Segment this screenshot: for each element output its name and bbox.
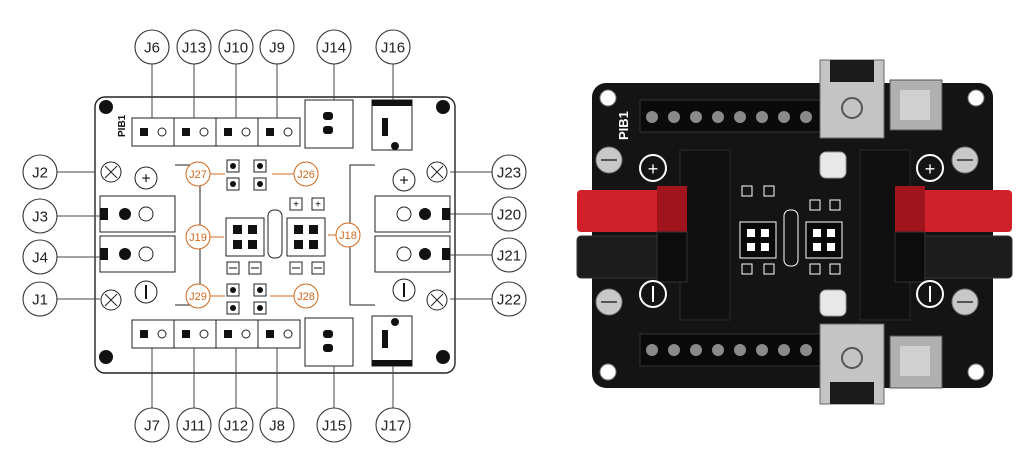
right-plus-silk xyxy=(916,154,944,182)
left-minus-silk xyxy=(639,280,667,308)
callout-label-j14: J14 xyxy=(322,40,346,57)
callout-circle-j4 xyxy=(22,239,58,275)
inner-label-j18: J18 xyxy=(339,230,357,242)
top-barrel-jack-outline xyxy=(304,99,354,149)
mounting-hole xyxy=(99,100,113,114)
callout-label-j11: J11 xyxy=(182,418,205,435)
svg-text:+: + xyxy=(315,200,321,211)
svg-text:+: + xyxy=(648,159,659,179)
bottom-screw-terminals xyxy=(131,315,413,367)
right-jack-upper xyxy=(374,195,451,233)
svg-text:+: + xyxy=(925,159,936,179)
left-binding-posts: + xyxy=(99,161,176,311)
callout-leaders xyxy=(57,64,492,408)
top-fuse xyxy=(819,151,847,179)
inner-circle-j27 xyxy=(185,161,211,187)
right-minus-silk xyxy=(916,280,944,308)
inner-label-j27: J27 xyxy=(189,169,207,181)
callout-label-j23: J23 xyxy=(497,165,521,182)
left-4pin-header xyxy=(225,217,265,257)
photo-right-header xyxy=(805,221,843,259)
right-binding-posts: + xyxy=(374,161,451,311)
callout-label-j2: J2 xyxy=(32,165,48,182)
right-plus-marker xyxy=(392,168,416,192)
callout-label-j22: J22 xyxy=(497,292,521,309)
pcb-outline-drawing: PIB1 xyxy=(94,96,456,374)
callout-label-j15: J15 xyxy=(322,418,346,435)
callout-circle-j22 xyxy=(491,281,527,317)
inner-circle-j19 xyxy=(185,224,211,250)
callout-circle-j3 xyxy=(22,198,58,234)
callout-circle-j2 xyxy=(22,154,58,190)
inner-label-j26: J26 xyxy=(297,169,315,181)
inner-circle-j18 xyxy=(335,222,361,248)
callout-circle-j20 xyxy=(491,196,527,232)
inner-label-j19: J19 xyxy=(189,232,207,244)
callout-circle-j14 xyxy=(316,29,352,65)
mounting-hole xyxy=(436,100,450,114)
inner-label-j28: J28 xyxy=(297,291,315,303)
callout-circle-j8 xyxy=(259,407,295,443)
inner-label-j29: J29 xyxy=(189,291,207,303)
top-3.5mm-jack-outline xyxy=(371,99,413,151)
callout-label-j20: J20 xyxy=(497,207,521,224)
callout-circle-j9 xyxy=(259,29,295,65)
left-plus-silk xyxy=(639,154,667,182)
bottom-terminal-strip xyxy=(639,333,821,367)
callout-circle-j15 xyxy=(316,407,352,443)
callout-circle-j16 xyxy=(375,29,411,65)
callout-circle-j17 xyxy=(375,407,411,443)
bottom-fuse xyxy=(819,289,847,317)
top-screw-terminals xyxy=(131,99,413,151)
inner-circle-j28 xyxy=(293,283,319,309)
left-jack-housing xyxy=(679,149,731,321)
callout-label-j17: J17 xyxy=(381,418,405,435)
callout-label-j4: J4 xyxy=(32,250,48,267)
callout-label-j21: J21 xyxy=(497,248,521,265)
callout-circle-j7 xyxy=(134,407,170,443)
callout-label-j12: J12 xyxy=(224,418,248,435)
photo-left-header xyxy=(739,221,777,259)
board-name-silkscreen: PIB1 xyxy=(616,111,631,140)
pcb-photo-rendering: PIB1 xyxy=(576,59,1013,405)
callout-circle-j6 xyxy=(134,29,170,65)
right-red-binding-post xyxy=(902,190,1012,232)
left-red-binding-post xyxy=(577,190,682,232)
callout-label-j16: J16 xyxy=(381,40,405,57)
top-terminal-strip xyxy=(639,99,821,133)
callout-circle-j11 xyxy=(176,407,212,443)
callout-circle-j12 xyxy=(218,407,254,443)
svg-text:+: + xyxy=(293,200,299,211)
callout-label-j13: J13 xyxy=(182,40,206,57)
board-name-label: PIB1 xyxy=(117,114,128,137)
right-jack-lower xyxy=(374,235,451,273)
callout-label-j10: J10 xyxy=(224,40,248,57)
callout-label-j7: J7 xyxy=(144,418,160,435)
callout-circle-j13 xyxy=(176,29,212,65)
callout-label-j3: J3 xyxy=(32,209,48,226)
callout-circle-j10 xyxy=(218,29,254,65)
mounting-hole xyxy=(436,350,450,364)
callout-label-j9: J9 xyxy=(269,40,285,57)
callout-circle-j23 xyxy=(491,154,527,190)
inner-circle-j26 xyxy=(293,161,319,187)
callout-circle-j21 xyxy=(491,237,527,273)
callout-label-j8: J8 xyxy=(269,418,285,435)
inner-circle-j29 xyxy=(185,283,211,309)
center-components: + + xyxy=(225,159,326,315)
callout-label-j6: J6 xyxy=(144,40,160,57)
plus-symbol: + xyxy=(399,173,408,190)
callout-circle-j1 xyxy=(22,281,58,317)
plus-symbol: + xyxy=(141,171,150,188)
left-plus-marker xyxy=(134,166,158,190)
mounting-hole xyxy=(99,350,113,364)
callout-label-j1: J1 xyxy=(32,292,48,309)
right-4pin-header xyxy=(286,217,326,257)
left-jack-lower xyxy=(99,235,176,273)
left-jack-upper xyxy=(99,195,176,233)
bottom-barrel-jack-outline xyxy=(304,317,354,367)
